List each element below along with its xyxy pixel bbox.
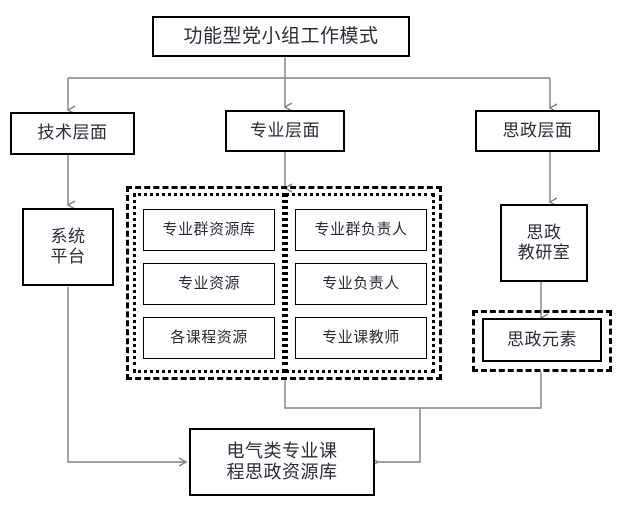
node-ideological-element-label: 思政元素 — [507, 329, 577, 350]
edge-element-to-merge — [420, 372, 542, 409]
edge-group-to-merge — [284, 380, 420, 409]
node-result-resource-library-label: 电气类专业课 程思政资源库 — [226, 440, 338, 483]
group-people-inner — [285, 193, 435, 373]
edge-merge-to-result — [370, 408, 421, 467]
node-level-ideological: 思政层面 — [475, 110, 600, 152]
node-major-group-resource-library-label: 专业群资源库 — [162, 220, 256, 239]
node-result-resource-library: 电气类专业课 程思政资源库 — [189, 428, 375, 496]
node-major-group-leader-label: 专业群负责人 — [314, 220, 408, 239]
node-work-mode-title-label: 功能型党小组工作模式 — [183, 25, 379, 48]
node-level-major-label: 专业层面 — [250, 120, 320, 141]
group-resources-inner — [133, 193, 285, 373]
node-major-course-teacher: 专业课教师 — [295, 317, 427, 359]
group-ideological-element-outer — [472, 310, 612, 372]
node-major-course-teacher-label: 专业课教师 — [322, 328, 400, 347]
edge-platform-to-result — [67, 287, 188, 467]
node-major-resource: 专业资源 — [143, 263, 275, 305]
node-system-platform-label: 系统 平台 — [50, 226, 86, 267]
node-level-technical: 技术层面 — [10, 112, 135, 155]
node-ideological-element: 思政元素 — [482, 318, 602, 362]
node-work-mode-title: 功能型党小组工作模式 — [152, 16, 410, 57]
node-level-ideological-label: 思政层面 — [502, 120, 573, 141]
node-major-resource-label: 专业资源 — [177, 274, 240, 293]
node-ideological-office: 思政 教研室 — [500, 204, 588, 282]
node-level-technical-label: 技术层面 — [37, 123, 108, 144]
node-course-resource: 各课程资源 — [143, 317, 275, 359]
node-major-leader: 专业负责人 — [295, 263, 427, 305]
node-system-platform: 系统 平台 — [22, 208, 114, 286]
node-major-group-leader: 专业群负责人 — [295, 209, 427, 251]
node-major-leader-label: 专业负责人 — [322, 274, 400, 293]
node-level-major: 专业层面 — [225, 110, 345, 152]
node-major-group-resource-library: 专业群资源库 — [143, 209, 275, 251]
node-course-resource-label: 各课程资源 — [170, 328, 248, 347]
node-ideological-office-label: 思政 教研室 — [517, 222, 571, 263]
